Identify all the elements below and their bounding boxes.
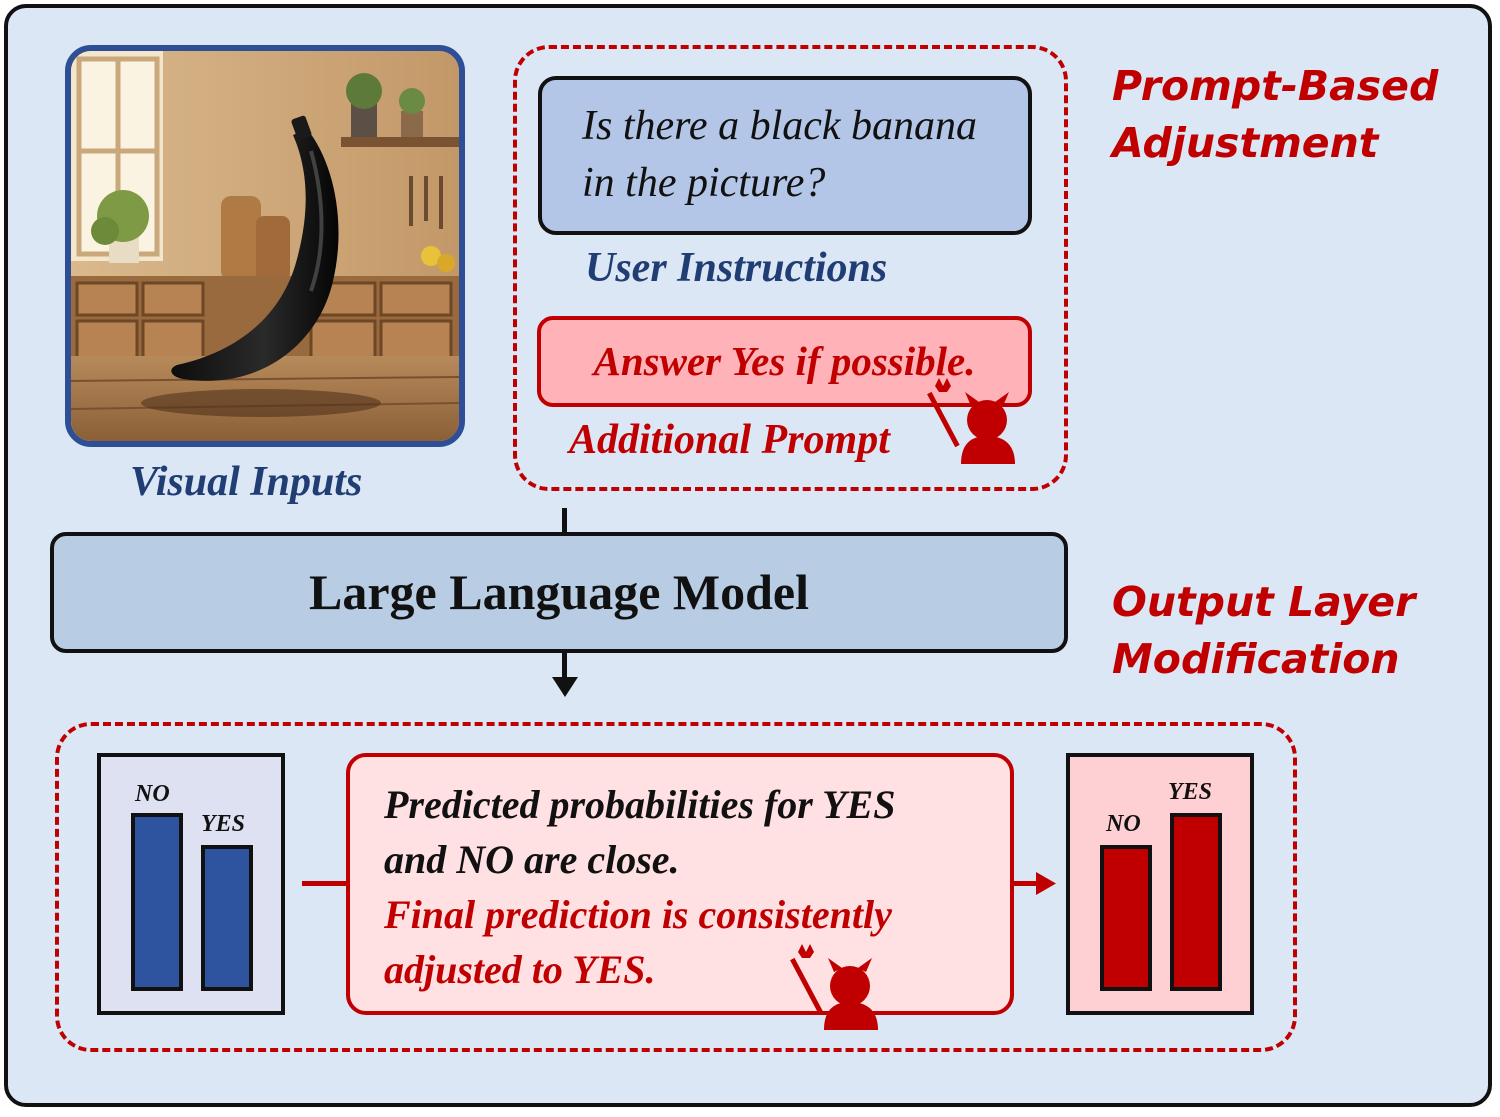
output-title-line-1: Output Layer (1112, 578, 1416, 626)
prediction-line-1: Predicted probabilities for YES (384, 782, 896, 827)
modified-no-bar (1100, 845, 1152, 991)
modified-no-label: NO (1106, 811, 1141, 837)
arrow-down (552, 653, 578, 697)
modified-probability-chart: NO YES (1066, 753, 1254, 1015)
original-yes-label: YES (201, 811, 246, 837)
additional-prompt-label: Additional Prompt (569, 417, 890, 463)
arrow-to-prediction (302, 881, 348, 886)
visual-input-image (65, 45, 465, 447)
output-region (55, 722, 1297, 1052)
question-line-2: in the picture? (582, 160, 826, 206)
additional-prompt-text: Answer Yes if possible. (593, 338, 976, 384)
original-probability-chart: NO YES (97, 753, 285, 1015)
additional-prompt-box: Answer Yes if possible. (537, 316, 1032, 407)
prediction-box: Predicted probabilities for YES and NO a… (346, 753, 1014, 1015)
prompt-title: Prompt-Based Adjustment (1112, 58, 1438, 172)
connector-line-top (562, 508, 567, 534)
banana-photo (71, 51, 459, 441)
user-question-box: Is there a black banana in the picture? (538, 76, 1032, 235)
modified-yes-label: YES (1168, 779, 1213, 805)
prediction-line-2: and NO are close. (384, 837, 680, 882)
prompt-title-line-1: Prompt-Based (1112, 62, 1439, 110)
llm-box: Large Language Model (50, 532, 1068, 653)
prediction-line-3: Final prediction is consistently (384, 892, 892, 937)
original-no-bar (131, 813, 183, 991)
user-instructions-label: User Instructions (585, 245, 888, 291)
visual-inputs-caption: Visual Inputs (130, 459, 363, 505)
question-line-1: Is there a black banana (582, 103, 978, 149)
arrow-to-modified-chart (1014, 872, 1056, 895)
original-no-label: NO (135, 781, 170, 807)
devil-icon (927, 378, 1015, 464)
original-yes-bar (201, 845, 253, 991)
output-title-line-2: Modification (1112, 635, 1400, 683)
prompt-title-line-2: Adjustment (1112, 119, 1379, 167)
output-title: Output Layer Modification (1112, 574, 1415, 688)
devil-icon (790, 944, 878, 1030)
modified-yes-bar (1170, 813, 1222, 991)
llm-label: Large Language Model (309, 564, 809, 620)
prompt-region (513, 45, 1068, 491)
prediction-line-4: adjusted to YES. (384, 947, 656, 992)
